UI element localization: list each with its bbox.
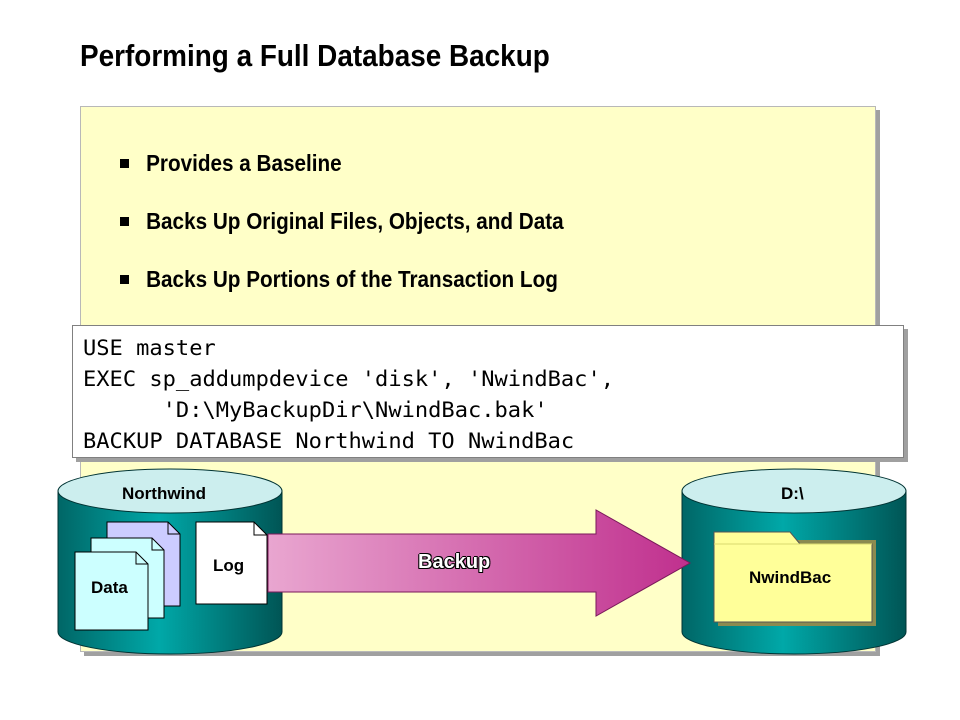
sql-code-box: USE master EXEC sp_addumpdevice 'disk', … bbox=[72, 325, 904, 458]
bullet-item: Backs Up Portions of the Transaction Log bbox=[120, 266, 613, 324]
bullet-square-icon bbox=[120, 275, 129, 284]
data-file-stack bbox=[74, 521, 181, 631]
code-line: USE master bbox=[83, 336, 216, 360]
bullet-item: Provides a Baseline bbox=[120, 150, 613, 208]
northwind-label: Northwind bbox=[122, 484, 207, 503]
log-file bbox=[195, 521, 268, 605]
code-line: BACKUP DATABASE Northwind TO NwindBac bbox=[83, 429, 575, 453]
nwindbac-folder-icon bbox=[713, 531, 876, 626]
code-line: 'D:\MyBackupDir\NwindBac.bak' bbox=[83, 398, 548, 422]
d-drive-label: D:\ bbox=[781, 484, 804, 503]
bullet-square-icon bbox=[120, 217, 129, 226]
nwindbac-folder-label: NwindBac bbox=[749, 568, 832, 587]
code-line: EXEC sp_addumpdevice 'disk', 'NwindBac', bbox=[83, 367, 615, 391]
bullet-list: Provides a Baseline Backs Up Original Fi… bbox=[120, 150, 613, 324]
data-file-label: Data bbox=[91, 578, 128, 597]
backup-arrow bbox=[267, 509, 692, 617]
bullet-item: Backs Up Original Files, Objects, and Da… bbox=[120, 208, 613, 266]
backup-arrow-label: Backup bbox=[418, 551, 491, 573]
bullet-square-icon bbox=[120, 159, 129, 168]
log-file-label: Log bbox=[213, 556, 245, 575]
slide-title: Performing a Full Database Backup bbox=[80, 38, 550, 73]
